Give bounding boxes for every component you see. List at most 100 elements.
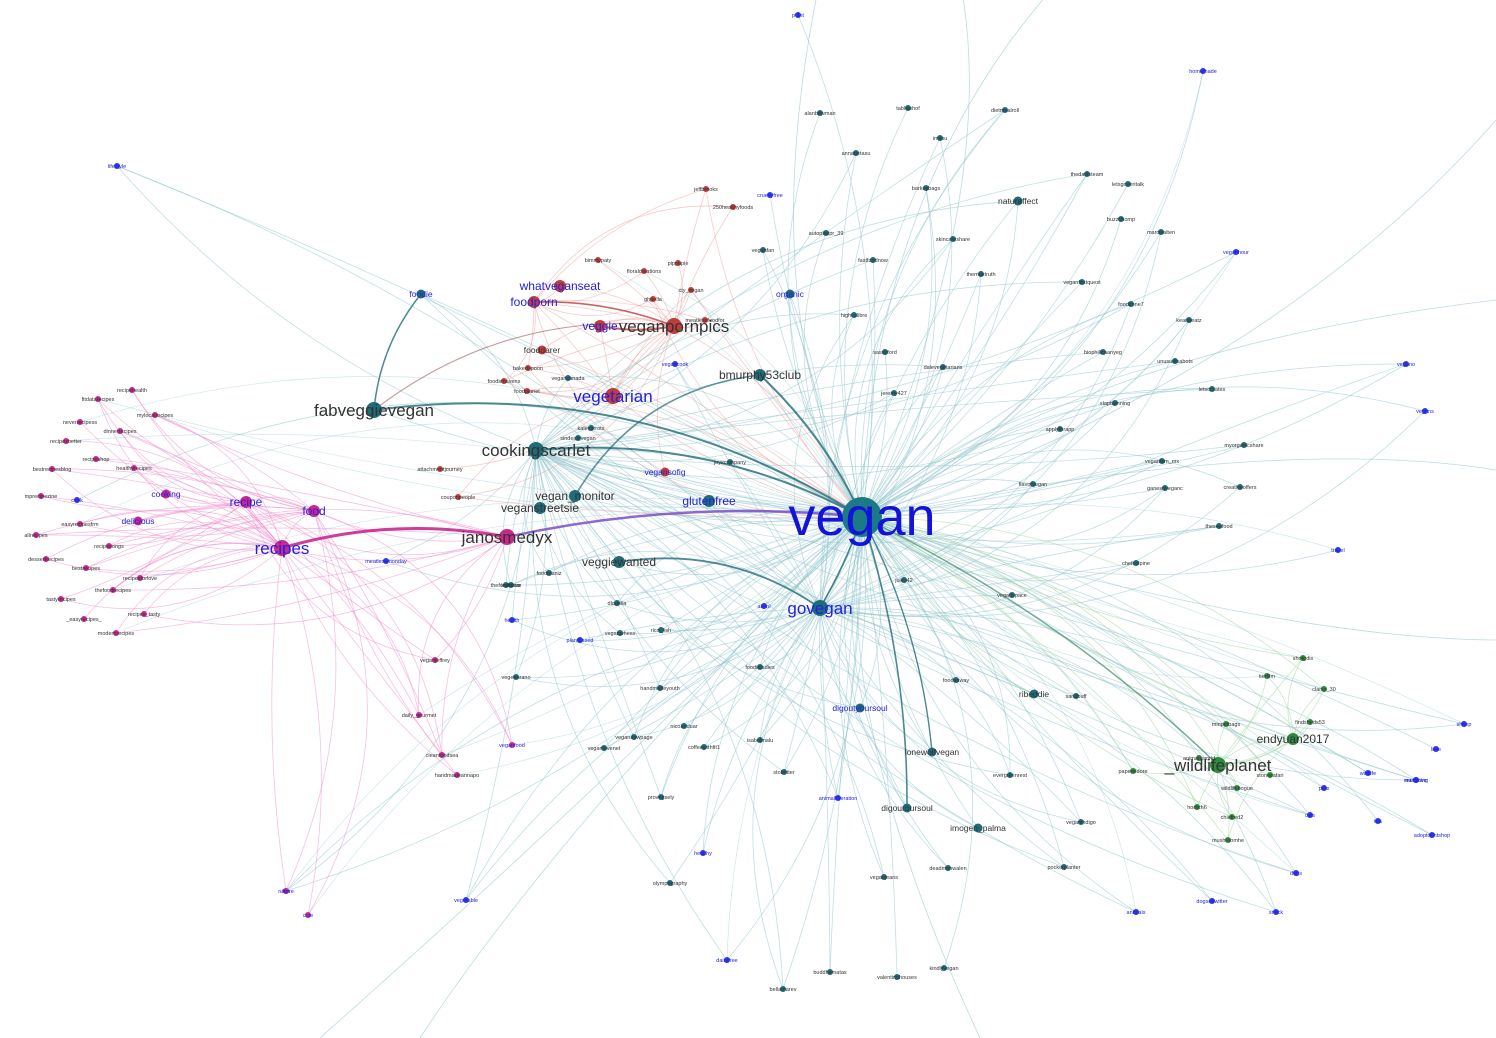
node-veganmonitor[interactable]: [569, 490, 581, 502]
node-janosmedyx[interactable]: [499, 529, 515, 545]
node-sandbuff[interactable]: [1073, 693, 1079, 699]
node-provegsely[interactable]: [658, 794, 664, 800]
node-recipestasty[interactable]: [141, 611, 147, 617]
node-plantbased[interactable]: [577, 637, 583, 643]
node-meatlessfoodfor[interactable]: [702, 317, 708, 323]
node-mprecipezine[interactable]: [38, 493, 44, 499]
node-govegan[interactable]: [812, 600, 828, 616]
node-vegano[interactable]: [1403, 361, 1409, 367]
node-thedavisteam[interactable]: [1084, 171, 1090, 177]
node-veganwhess[interactable]: [617, 630, 623, 636]
node-bakedspoon[interactable]: [525, 365, 531, 371]
node-nature[interactable]: [283, 888, 289, 894]
node-foodporn[interactable]: [528, 296, 540, 308]
node-creativeoffers[interactable]: [1237, 484, 1243, 490]
node-recipe[interactable]: [240, 496, 252, 508]
node-buzzchomp[interactable]: [1118, 216, 1124, 222]
node-recipesforlove[interactable]: [137, 575, 143, 581]
node-floralcreations[interactable]: [641, 268, 647, 274]
node-fastfoodnow[interactable]: [870, 257, 876, 263]
node-slaptwinning[interactable]: [1112, 400, 1118, 406]
node-kindlyvegan[interactable]: [941, 965, 947, 971]
node-ganeshveganc[interactable]: [1162, 485, 1168, 491]
node-travel[interactable]: [1335, 547, 1341, 553]
node-cats[interactable]: [1307, 812, 1313, 818]
node-recipehealth[interactable]: [129, 387, 135, 393]
node-cooking[interactable]: [161, 489, 171, 499]
node-cook[interactable]: [74, 497, 80, 503]
node-findsheds53[interactable]: [1307, 719, 1313, 725]
node-veganstreetsie[interactable]: [534, 502, 546, 514]
node-delicious[interactable]: [133, 516, 143, 526]
node-evergreenrest[interactable]: [1007, 772, 1013, 778]
node-recipeshop[interactable]: [93, 456, 99, 462]
node-endyuan2017[interactable]: [1287, 733, 1299, 745]
node-animals[interactable]: [1133, 909, 1139, 915]
node-flavorvegan[interactable]: [1030, 481, 1036, 487]
node-tierfilm[interactable]: [1264, 673, 1270, 679]
node-vegan[interactable]: [842, 497, 882, 537]
node-hootch6[interactable]: [1194, 804, 1200, 810]
node-mylocalrecipes[interactable]: [152, 412, 158, 418]
node-veganjeans[interactable]: [881, 874, 887, 880]
node-autopilotpr39[interactable]: [823, 230, 829, 236]
node-recipesbetter[interactable]: [63, 438, 69, 444]
node-recipesongs[interactable]: [106, 543, 112, 549]
node-pets[interactable]: [1321, 785, 1327, 791]
node-lonewolfvegan[interactable]: [927, 747, 937, 757]
node-papersidore[interactable]: [1130, 768, 1136, 774]
node-adoptdontshop[interactable]: [1429, 832, 1435, 838]
node-dlagella[interactable]: [614, 600, 620, 606]
node-letscreates[interactable]: [1209, 386, 1215, 392]
node-tea[interactable]: [1375, 818, 1381, 824]
node-marketing[interactable]: [1413, 777, 1419, 783]
node-cleanfoodsea[interactable]: [439, 752, 445, 758]
node-wildlifeplanet[interactable]: [1210, 757, 1226, 773]
node-highcalibre[interactable]: [851, 312, 857, 318]
node-dogsoftwitter[interactable]: [1209, 898, 1215, 904]
node-meatlessmonday[interactable]: [383, 558, 389, 564]
node-fabveggievegan[interactable]: [366, 402, 382, 418]
node-biophilicaanyeg[interactable]: [1100, 349, 1106, 355]
node-vegeanrano[interactable]: [513, 674, 519, 680]
node-healthy[interactable]: [700, 850, 706, 856]
node-handmadeannapo[interactable]: [454, 772, 460, 778]
node-skincareshare[interactable]: [950, 236, 956, 242]
node-love[interactable]: [1433, 746, 1439, 752]
node-veggie[interactable]: [594, 320, 606, 332]
node-veganspace[interactable]: [1009, 592, 1015, 598]
node-ribeddie[interactable]: [1029, 689, 1039, 699]
node-minpetbags[interactable]: [1223, 721, 1229, 727]
node-vegetarian[interactable]: [605, 388, 621, 404]
node-deadmanwalen[interactable]: [945, 865, 951, 871]
node-dalevegetarians[interactable]: [940, 364, 946, 370]
node-dairyfree[interactable]: [724, 957, 730, 963]
node-bestrecipes[interactable]: [83, 565, 89, 571]
node-lovefear[interactable]: [508, 582, 514, 588]
node-digouroursoul[interactable]: [902, 803, 912, 813]
node-chefcolpine[interactable]: [1133, 560, 1139, 566]
node-wildlifebogue[interactable]: [1234, 785, 1240, 791]
node-250healthyfoods[interactable]: [730, 204, 736, 210]
node-cookingscarlet[interactable]: [528, 442, 544, 458]
node-buddhamatas[interactable]: [827, 969, 833, 975]
node-ricofish[interactable]: [658, 627, 664, 633]
node-myorganicshare[interactable]: [1241, 442, 1247, 448]
node-chiefred2[interactable]: [1229, 814, 1235, 820]
node-vegans[interactable]: [1422, 408, 1428, 414]
node-clarksg30[interactable]: [1321, 686, 1327, 692]
node-shotgdis[interactable]: [1300, 655, 1306, 661]
node-whatveganseat[interactable]: [554, 280, 566, 292]
node-healthyrecipes[interactable]: [131, 465, 137, 471]
node-homemade[interactable]: [1200, 68, 1206, 74]
node-veganpornpics[interactable]: [666, 318, 682, 334]
node-food[interactable]: [308, 505, 320, 517]
node-dinnerrecipes[interactable]: [117, 428, 123, 434]
node-tablewhof[interactable]: [905, 105, 911, 111]
node-jeffbrooks[interactable]: [703, 186, 709, 192]
node-veganfan[interactable]: [760, 247, 766, 253]
node-sheep[interactable]: [1461, 721, 1467, 727]
node-stobutter[interactable]: [781, 769, 787, 775]
node-bellamarev[interactable]: [780, 986, 786, 992]
node-isabelmalu[interactable]: [757, 737, 763, 743]
